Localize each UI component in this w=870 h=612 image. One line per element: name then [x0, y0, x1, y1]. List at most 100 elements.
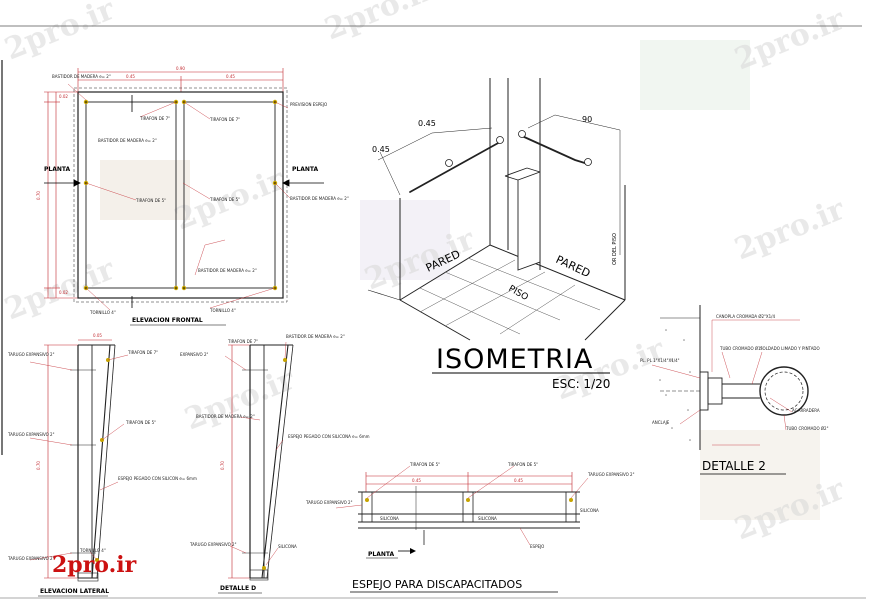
detail-d: 0.70 TIRAFON DE 7" EXPANSIVO 2" BASTIDOR…: [180, 334, 370, 594]
dim-label: 0.45: [126, 74, 135, 79]
planta-label: PLANTA: [44, 166, 71, 173]
note-tirafon: TIRAFON DE 5": [209, 197, 240, 202]
note-tarugo: TARUGO EXPANSIVO 2": [7, 352, 55, 357]
note-tarugo: TARUGO EXPANSIVO 2": [305, 500, 353, 505]
front-elevation: 0.90 0.45 0.45 0.70 0.02 0.02: [36, 66, 349, 326]
note-bastidor: BASTIDOR DE MADERA e= 2": [98, 138, 157, 143]
view-title: ELEVACION FRONTAL: [132, 317, 203, 324]
note-tirafon: TIRAFON DE 5": [409, 462, 440, 467]
detail-2: CANOPLA CROMADA Ø2"X1/4 TUBO CROMADO Ø1"…: [640, 305, 829, 475]
note-silicona: SILICONA: [478, 516, 497, 521]
dim-label: 0.45: [514, 478, 523, 483]
dim-label: 0.45: [412, 478, 421, 483]
lateral-elevation: 0.70 0.05 TARUGO EXPANSIVO 2" TA: [7, 333, 197, 597]
dim-label: 0.02: [59, 290, 68, 295]
plan-body: [358, 486, 580, 545]
iso-column: [504, 167, 541, 271]
note-tirafon: TIRAFON DE 7": [209, 117, 240, 122]
scale-label: ESC: 1/20: [552, 377, 610, 391]
note-tornillo: TORNILLO 4": [79, 548, 106, 553]
note-tarugo: TARUGO EXPANSIVO 2": [587, 472, 635, 477]
note-agarradera: AGARRADERA: [792, 408, 820, 413]
dim-label: 90: [582, 115, 592, 124]
hatch-dots: [659, 329, 691, 441]
detail2-bar: [660, 366, 809, 416]
dim-label: 0.45: [226, 74, 235, 79]
note-pl: PL. PL 1"X1/4"X1/4": [640, 358, 680, 363]
note-espejo: ESPEJO PEGADO CON SILICONA e= 6mm: [288, 434, 370, 439]
note-tirafon: TIRAFON DE 7": [127, 350, 158, 355]
note-prevision: PREVISION ESPEJO: [290, 102, 327, 107]
note-silicona: SILICONA: [380, 516, 399, 521]
grab-bars: [409, 135, 589, 193]
detail-d-dimensions: [228, 344, 252, 579]
note-bastidor: BASTIDOR DE MADERA e= 2": [286, 334, 345, 339]
note-silicona: SILICONA: [580, 508, 599, 513]
lateral-profile: [70, 344, 116, 582]
color-wash: [100, 160, 190, 220]
note-tirafon: TIRAFON DE 5": [135, 198, 166, 203]
front-dimensions: [44, 68, 284, 299]
leaders: [29, 354, 129, 561]
view-title: ESPEJO PARA DISCAPACITADOS: [352, 578, 522, 591]
color-wash: [360, 200, 450, 280]
note-tarugo: TARUGO EXPANSIVO 2": [189, 542, 237, 547]
screw-points: [262, 358, 287, 570]
logo-text: 2pro.ir: [52, 552, 137, 578]
note-tirafon: TIRAFON DE 7": [227, 339, 258, 344]
planta-label: PLANTA: [292, 166, 319, 173]
note-bastidor: BASTIDOR DE MADERA e= 2": [196, 414, 255, 419]
leaders: [224, 341, 287, 566]
note-tubo: TUBO CROMADO Ø2": [785, 426, 829, 431]
isometric-view: 0.45 0.45 90 OR DEL PISO PARED PARED PIS…: [367, 78, 626, 391]
view-title: DETALLE 2: [702, 459, 766, 473]
leaders: [651, 319, 800, 446]
dim-label: 0.05: [93, 333, 102, 338]
brand-logo: 2pro.ir: [52, 552, 137, 578]
note-bastidor: BASTIDOR DE MADERA e= 2": [198, 268, 257, 273]
note-bastidor: BASTIDOR DE MADERA e= 2": [290, 196, 349, 201]
note-tirafon: TIRAFON DE 7": [139, 116, 170, 121]
leaders: [67, 83, 291, 311]
detail-d-profile: [242, 344, 294, 581]
note-tornillo: TORNILLO 4": [89, 310, 116, 315]
dim-label: 0.02: [59, 94, 68, 99]
note-tornillo: TORNILLO 4": [209, 308, 236, 313]
note-tubo: TUBO CROMADO Ø1": [719, 346, 763, 351]
note-tarugo: TARUGO EXPANSIVO 2": [7, 432, 55, 437]
mirror-frame: [73, 87, 288, 303]
iso-dimensions: [377, 114, 621, 255]
dim-label: 0.45: [372, 145, 390, 154]
floor-tiles: [419, 257, 601, 335]
note-tarugo: TARUGO EXPANSIVO 2": [7, 556, 55, 561]
note-anclaje: ANCLAJE: [652, 420, 670, 425]
note-tirafon: TIRAFON DE 5": [125, 420, 156, 425]
mirror-plan: 0.45 0.45 TIRAFON DE 5" TIRAFON DE 5" TA…: [305, 462, 635, 593]
dim-label: 0.70: [36, 461, 41, 470]
note-tirafon: TIRAFON DE 5": [507, 462, 538, 467]
note-canopla: CANOPLA CROMADA Ø2"X1/4: [716, 314, 776, 319]
view-title: DETALLE D: [220, 585, 256, 592]
note-expansivo: EXPANSIVO 2": [180, 352, 209, 357]
note-espejo: ESPEJO PEGADO CON SILICON e= 6mm: [118, 476, 197, 481]
view-title: ELEVACION LATERAL: [40, 588, 109, 595]
note-espejo: ESPEJO: [530, 544, 544, 549]
note-silicona: SILICONA: [278, 544, 297, 549]
planta-label: PLANTA: [368, 551, 395, 558]
dim-label: 0.70: [36, 191, 41, 200]
note-nivel: OR DEL PISO: [612, 233, 618, 265]
screw-points: [365, 498, 573, 502]
sheet-border: [0, 25, 866, 599]
leaders: [335, 465, 589, 546]
note-soldado: SOLDADO LIMADO Y PINTADO: [760, 346, 820, 351]
plan-dimensions: [365, 472, 573, 492]
view-title: ISOMETRIA: [436, 344, 593, 375]
note-bastidor: BASTIDOR DE MADERA e= 2": [52, 74, 111, 79]
lateral-dimensions: [44, 339, 112, 579]
color-wash: [640, 40, 750, 110]
dim-label: 0.90: [176, 66, 185, 71]
bar-flanges: [445, 130, 592, 167]
section-cut: [44, 95, 324, 308]
